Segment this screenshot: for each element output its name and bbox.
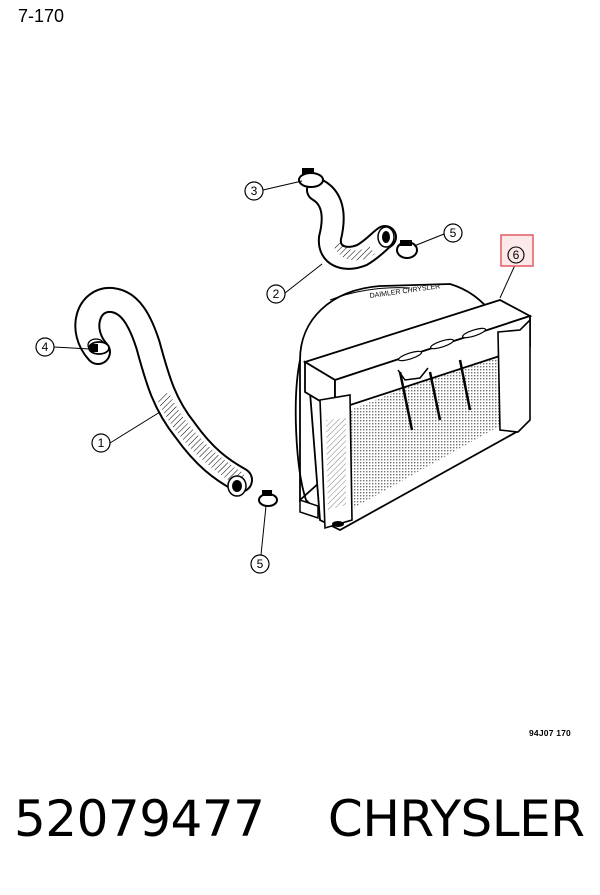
hose-clamp-5-lower	[258, 490, 278, 507]
leader-lines	[53, 180, 516, 556]
page-code: 7-170	[18, 6, 65, 26]
callout-5-lower-label: 5	[257, 557, 264, 571]
callout-1: 1	[91, 433, 111, 453]
hose-clamp-3	[298, 168, 324, 188]
callout-6-highlight	[500, 234, 534, 267]
callout-4: 4	[35, 337, 55, 357]
callout-5-lower: 5	[250, 554, 270, 574]
callout-3-label: 3	[251, 184, 258, 198]
callout-2-label: 2	[273, 287, 280, 301]
radiator-assembly: DAIMLER CHRYSLER	[294, 283, 533, 532]
lower-radiator-hose	[74, 287, 253, 497]
part-identification: 52079477 CHRYSLER	[14, 790, 594, 848]
callout-1-label: 1	[98, 436, 105, 450]
callout-6: 6	[500, 234, 534, 267]
illustration-code: 94J07 170	[529, 728, 571, 738]
hose-clamp-4	[88, 341, 110, 355]
brand-name: CHRYSLER	[327, 790, 585, 848]
callout-4-label: 4	[42, 340, 49, 354]
upper-radiator-hose	[306, 178, 397, 270]
callout-5-upper-label: 5	[450, 226, 457, 240]
part-number: 52079477	[14, 790, 265, 848]
callout-5-upper: 5	[443, 223, 463, 243]
callout-2: 2	[266, 284, 286, 304]
callout-3: 3	[244, 181, 264, 201]
callout-6-label: 6	[513, 248, 520, 262]
hose-clamp-5-upper	[396, 240, 418, 259]
